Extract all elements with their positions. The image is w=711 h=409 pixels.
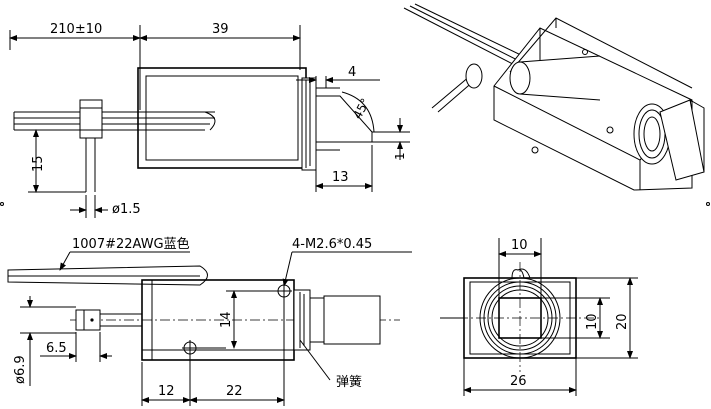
inner-height-label: 10	[585, 313, 600, 330]
pin-diameter-label: ø1.5	[112, 202, 141, 217]
stroke-gap-label: 1	[393, 152, 407, 160]
diameter-label: ø6.9	[13, 355, 28, 384]
overall-height-label: 20	[615, 313, 630, 330]
mount-height-label: 15	[31, 155, 46, 172]
front-view: 1007#22AWG蓝色 4-M2.6*0.45 弹簧	[7, 236, 412, 406]
side-view: 210±10 39 4	[9, 22, 410, 218]
lead-length-label: 210±10	[50, 22, 102, 37]
spring-label: 弹簧	[336, 374, 362, 390]
wire-spec-label: 1007#22AWG蓝色	[72, 236, 190, 252]
plunger-protrusion-label: 13	[332, 170, 349, 185]
inner-width-label: 10	[511, 238, 528, 253]
end-view: 10 10 20 26	[440, 238, 638, 396]
hole-spacing-h-label: 22	[226, 384, 243, 399]
chamfer-angle-label: 45°	[350, 96, 372, 121]
screw-spec-label: 4-M2.6*0.45	[292, 237, 372, 252]
flange-offset-label: 4	[348, 65, 356, 80]
hole-offset-label: 12	[158, 384, 175, 399]
pin-length-label: 6.5	[46, 341, 67, 356]
hole-spacing-v-label: 14	[219, 311, 234, 328]
body-length-label: 39	[212, 22, 229, 37]
overall-width-label: 26	[510, 374, 527, 389]
isometric-view	[403, 3, 705, 191]
